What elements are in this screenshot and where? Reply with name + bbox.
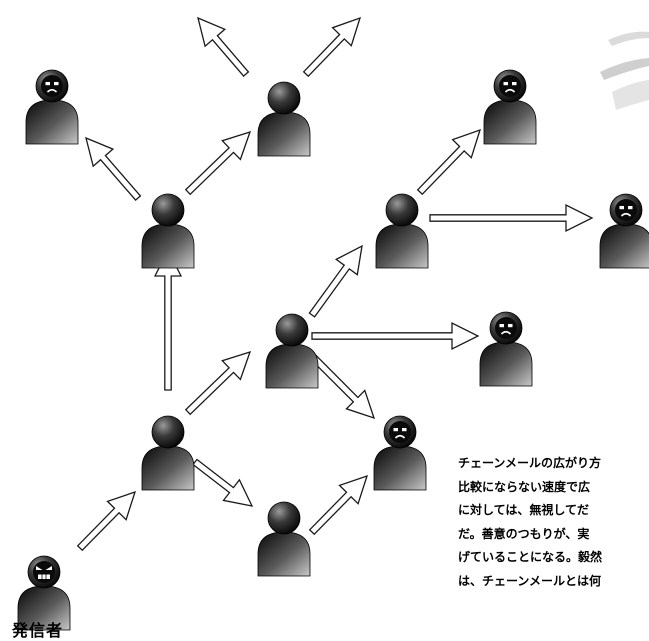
person-body — [141, 223, 195, 269]
arrow — [311, 321, 480, 351]
person-body — [479, 341, 533, 387]
person-head — [267, 81, 301, 115]
person-body — [257, 531, 311, 577]
people-layer — [17, 69, 649, 631]
arrow — [85, 136, 142, 202]
arrow — [184, 350, 252, 416]
person-relay-a — [141, 415, 195, 491]
brush-stroke-decoration — [600, 31, 649, 110]
person-body — [375, 223, 429, 269]
person-head — [151, 415, 185, 449]
person-body — [25, 99, 79, 145]
arrows-layer — [76, 16, 594, 552]
arrow — [197, 16, 250, 78]
arrow — [308, 352, 376, 420]
person-sad-4 — [479, 311, 533, 387]
arrow — [416, 128, 482, 196]
arrow — [153, 248, 183, 391]
person-body — [483, 99, 537, 145]
person-relay-e — [257, 81, 311, 157]
person-body — [257, 111, 311, 157]
caption-line: は、チェーンメールとは何 — [458, 573, 602, 588]
person-head — [151, 193, 185, 227]
person-body — [265, 343, 319, 389]
sad-face-icon — [615, 199, 637, 221]
person-body — [599, 223, 649, 269]
arrow — [308, 474, 369, 536]
caption-line: げていることになる。毅然 — [458, 550, 603, 564]
caption-line: に対しては、無視してだ — [458, 503, 590, 517]
caption-line: 比較にならない速度で広 — [458, 479, 591, 494]
caption-line: だ。善意のつもりが、実 — [458, 526, 590, 541]
sender-label: 発信者 — [12, 621, 64, 640]
arrow — [76, 490, 137, 552]
person-head — [267, 501, 301, 535]
person-sad-2 — [483, 69, 537, 145]
person-relay-f — [375, 193, 429, 269]
person-body — [373, 445, 427, 491]
person-relay-b — [257, 501, 311, 577]
arrow — [429, 203, 594, 233]
person-head — [275, 313, 309, 347]
person-sender — [17, 555, 71, 631]
angry-face-icon — [33, 561, 55, 583]
person-relay-d — [141, 193, 195, 269]
person-sad-1 — [25, 69, 79, 145]
person-head — [385, 193, 419, 227]
arrow — [192, 458, 254, 507]
person-body — [141, 445, 195, 491]
arrow — [184, 130, 252, 196]
person-relay-c — [265, 313, 319, 389]
arrow — [302, 16, 362, 78]
sad-face-icon — [499, 75, 521, 97]
caption-text: チェーンメールの広がり方 比較にならない速度で広 に対しては、無視してだ だ。善… — [458, 452, 649, 632]
person-sad-5 — [373, 415, 427, 491]
arrow — [308, 244, 363, 318]
sad-face-icon — [389, 421, 411, 443]
caption-line: チェーンメールの広がり方 — [458, 456, 602, 470]
person-sad-3 — [599, 193, 649, 269]
sad-face-icon — [41, 75, 63, 97]
sad-face-icon — [495, 317, 517, 339]
